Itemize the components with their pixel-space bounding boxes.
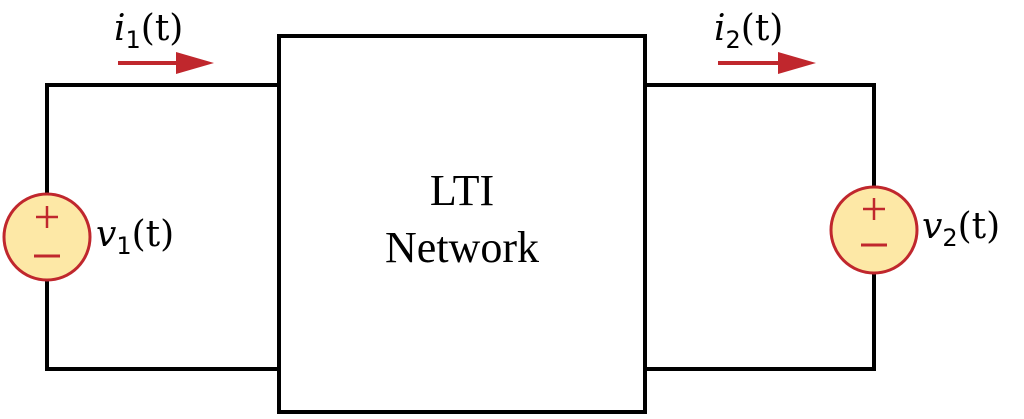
voltage-2-label: v2(t)	[922, 206, 1000, 252]
current-2-arrow-icon	[718, 52, 816, 74]
source-1-circle	[2, 192, 92, 282]
lti-network-box	[277, 34, 647, 414]
right-top-wire	[643, 83, 876, 188]
left-bottom-wire	[45, 279, 281, 371]
left-top-wire	[45, 83, 281, 195]
voltage-source-1	[2, 192, 92, 282]
network-label-line2: Network	[385, 223, 539, 272]
source-2-circle	[829, 185, 919, 275]
network-label-line1: LTI	[430, 166, 494, 215]
current-2-label: i2(t)	[714, 8, 783, 54]
voltage-1-label: v1(t)	[96, 214, 174, 260]
voltage-source-2	[829, 185, 919, 275]
current-1-arrow-icon	[118, 52, 214, 74]
current-1-label: i1(t)	[114, 8, 183, 54]
right-bottom-wire	[643, 272, 876, 371]
